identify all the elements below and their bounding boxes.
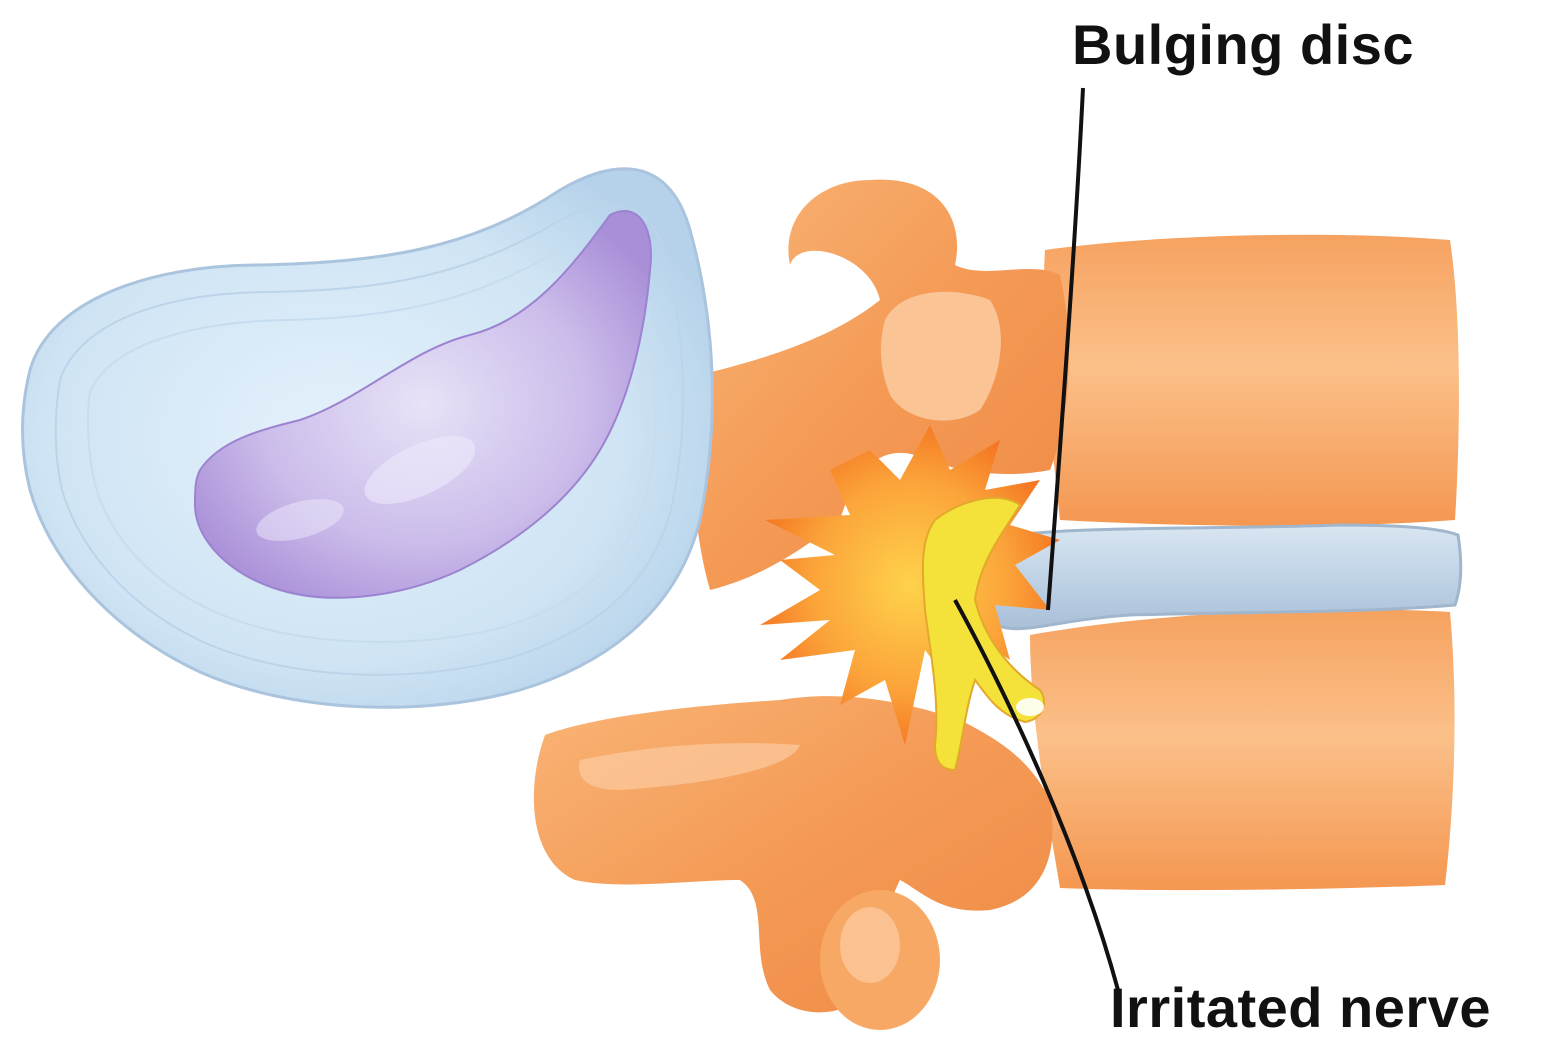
bulging-disc-label: Bulging disc bbox=[1072, 12, 1414, 77]
lower-vertebral-body bbox=[1030, 609, 1455, 890]
upper-vertebral-body bbox=[1044, 235, 1459, 526]
upper-facet bbox=[881, 292, 1001, 421]
lower-process bbox=[534, 696, 1053, 1012]
irritated-nerve-label: Irritated nerve bbox=[1110, 975, 1491, 1040]
